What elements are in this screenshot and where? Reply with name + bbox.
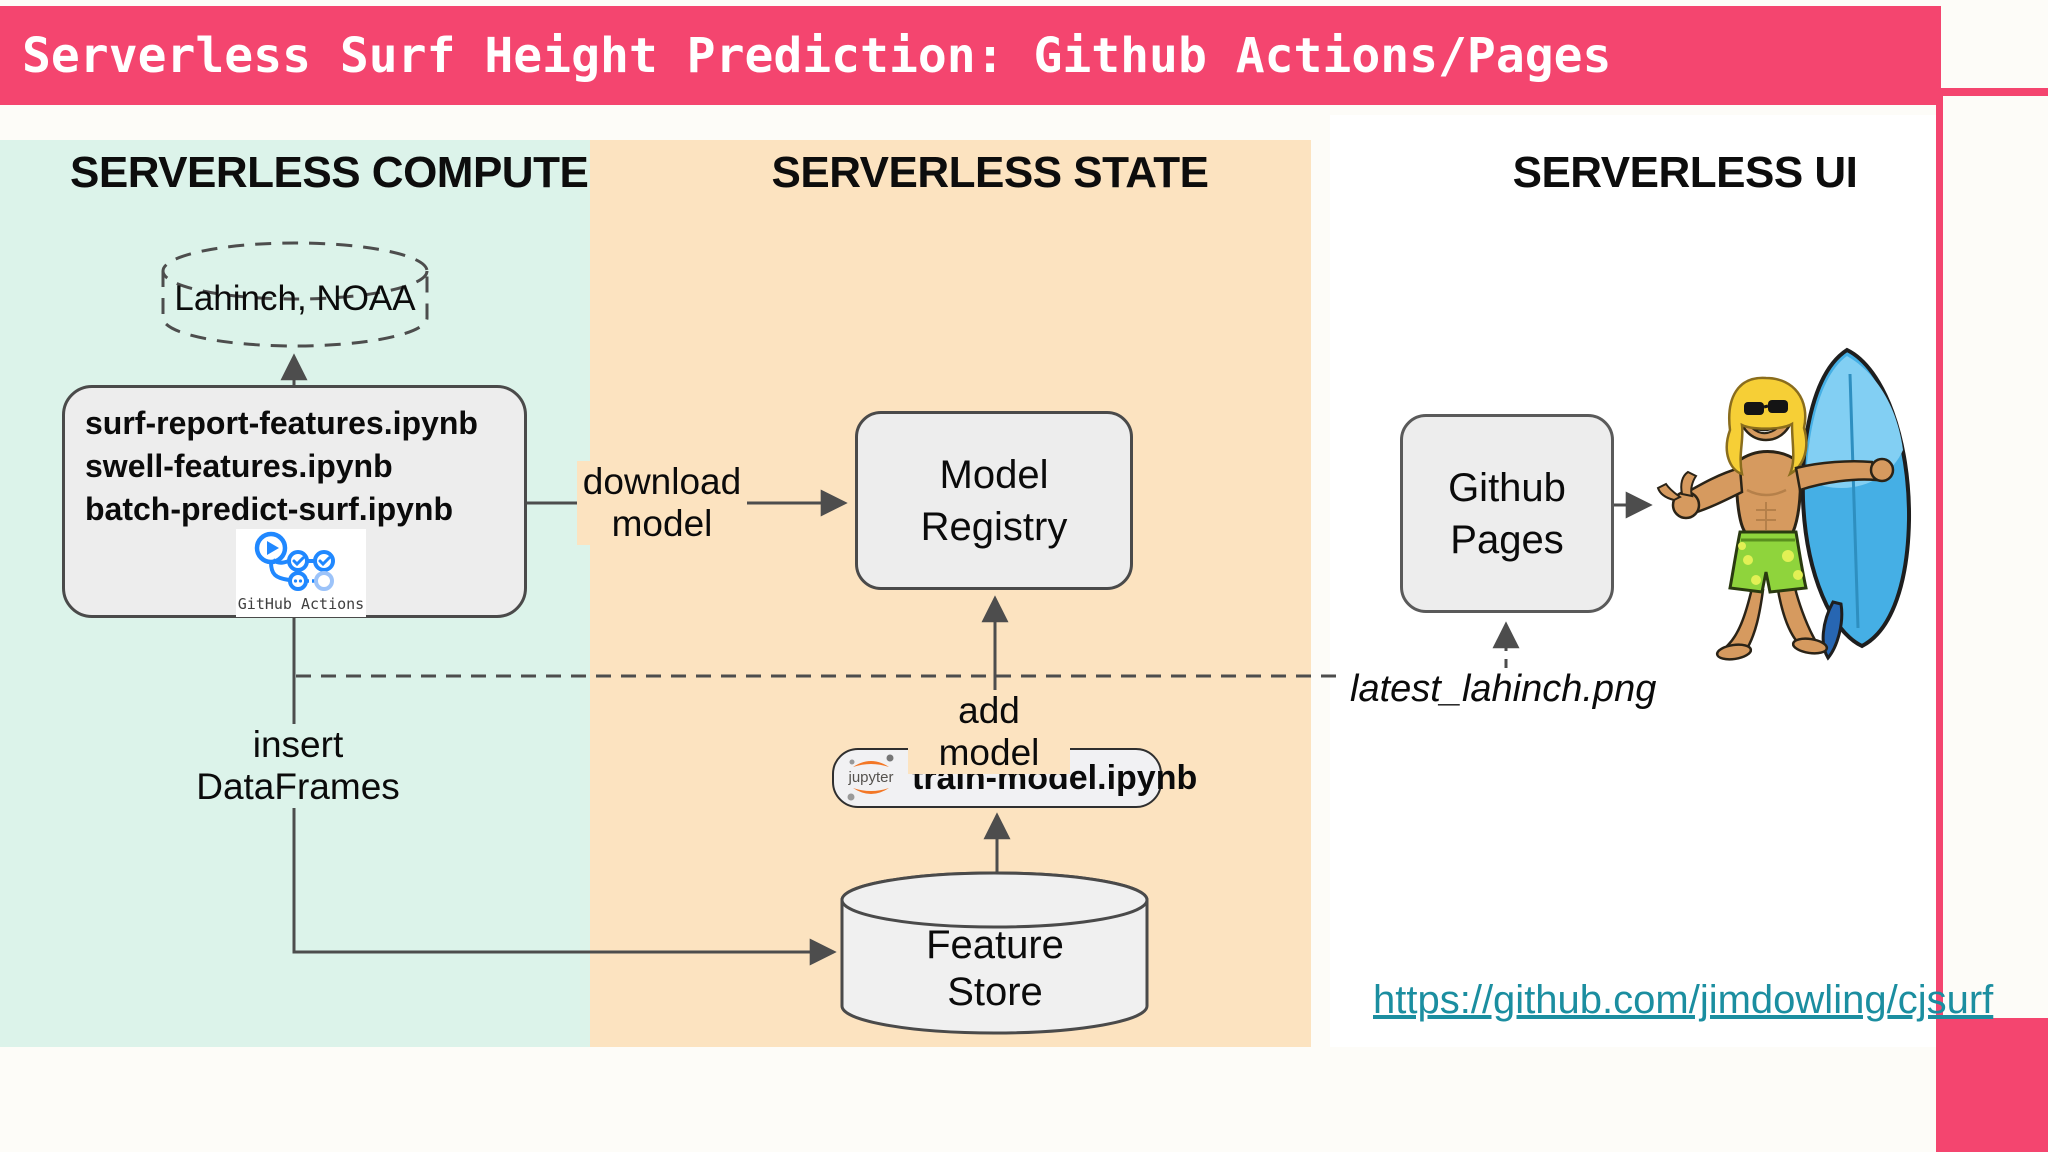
annotation-line: model — [611, 503, 713, 544]
notebook-name: surf-report-features.ipynb — [85, 405, 478, 441]
lane-header-ui: SERVERLESS UI — [1512, 148, 1858, 197]
corner-accent-block — [1943, 1018, 2048, 1152]
jupyter-wordmark: jupyter — [848, 769, 894, 786]
jupyter-icon: jupyter — [842, 751, 900, 805]
surf-shorts — [1728, 530, 1808, 594]
annotation-add-model: add model — [908, 690, 1070, 774]
annotation-line: DataFrames — [196, 766, 400, 807]
github-pages-box: Github Pages — [1400, 414, 1614, 613]
annotation-download-model: download model — [577, 461, 747, 545]
model-registry-label: Model — [939, 452, 1049, 497]
feature-store-label-line: Feature — [926, 923, 1064, 967]
github-actions-caption: GitHub Actions — [237, 595, 365, 613]
annotation-line: insert — [252, 724, 344, 765]
right-accent-bar — [1936, 88, 1943, 1152]
jupyter-icon-graphic — [847, 754, 894, 801]
surfboard-icon — [1800, 347, 1912, 661]
annotation-line: latest_lahinch.png — [1350, 668, 1657, 710]
feature-store-label: Feature Store — [845, 922, 1145, 1016]
github-actions-icon — [254, 531, 335, 591]
feature-store-cylinder — [840, 871, 1149, 1035]
feature-store-label-line: Store — [947, 970, 1043, 1014]
surfer-body — [1656, 376, 1895, 661]
surfer-illustration — [1656, 347, 1912, 661]
repo-link[interactable]: https://github.com/jimdowling/cjsurf — [1373, 978, 1994, 1022]
notebook-name: swell-features.ipynb — [85, 448, 393, 484]
annotation-line: add model — [938, 690, 1040, 773]
github-pages-label: Github — [1448, 465, 1566, 510]
lane-header-compute: SERVERLESS COMPUTE — [70, 148, 589, 197]
data-source-cylinder — [161, 241, 429, 348]
data-source-label: Lahinch, NOAA — [174, 279, 416, 318]
page-title: Serverless Surf Height Prediction: Githu… — [22, 27, 1612, 84]
github-actions-logo: GitHub Actions — [236, 529, 366, 617]
pipeline-notebook-list: surf-report-features.ipynb swell-feature… — [85, 402, 478, 531]
model-registry-label: Registry — [920, 504, 1068, 549]
right-accent-line — [1941, 88, 2048, 96]
annotation-line: download — [582, 461, 742, 502]
annotation-insert-dataframes: insert DataFrames — [190, 724, 406, 808]
feature-pipelines-box: surf-report-features.ipynb swell-feature… — [62, 385, 527, 618]
github-pages-label: Pages — [1450, 517, 1564, 562]
annotation-output-file: latest_lahinch.png — [1350, 668, 1670, 710]
title-banner: Serverless Surf Height Prediction: Githu… — [0, 6, 1941, 105]
train-model-pill: jupyter train-model.ipynb — [832, 748, 1197, 808]
lane-header-state: SERVERLESS STATE — [771, 148, 1209, 197]
model-registry-box: Model Registry — [855, 411, 1133, 590]
sunglasses-icon — [1744, 400, 1788, 415]
notebook-name: batch-predict-surf.ipynb — [85, 491, 454, 527]
